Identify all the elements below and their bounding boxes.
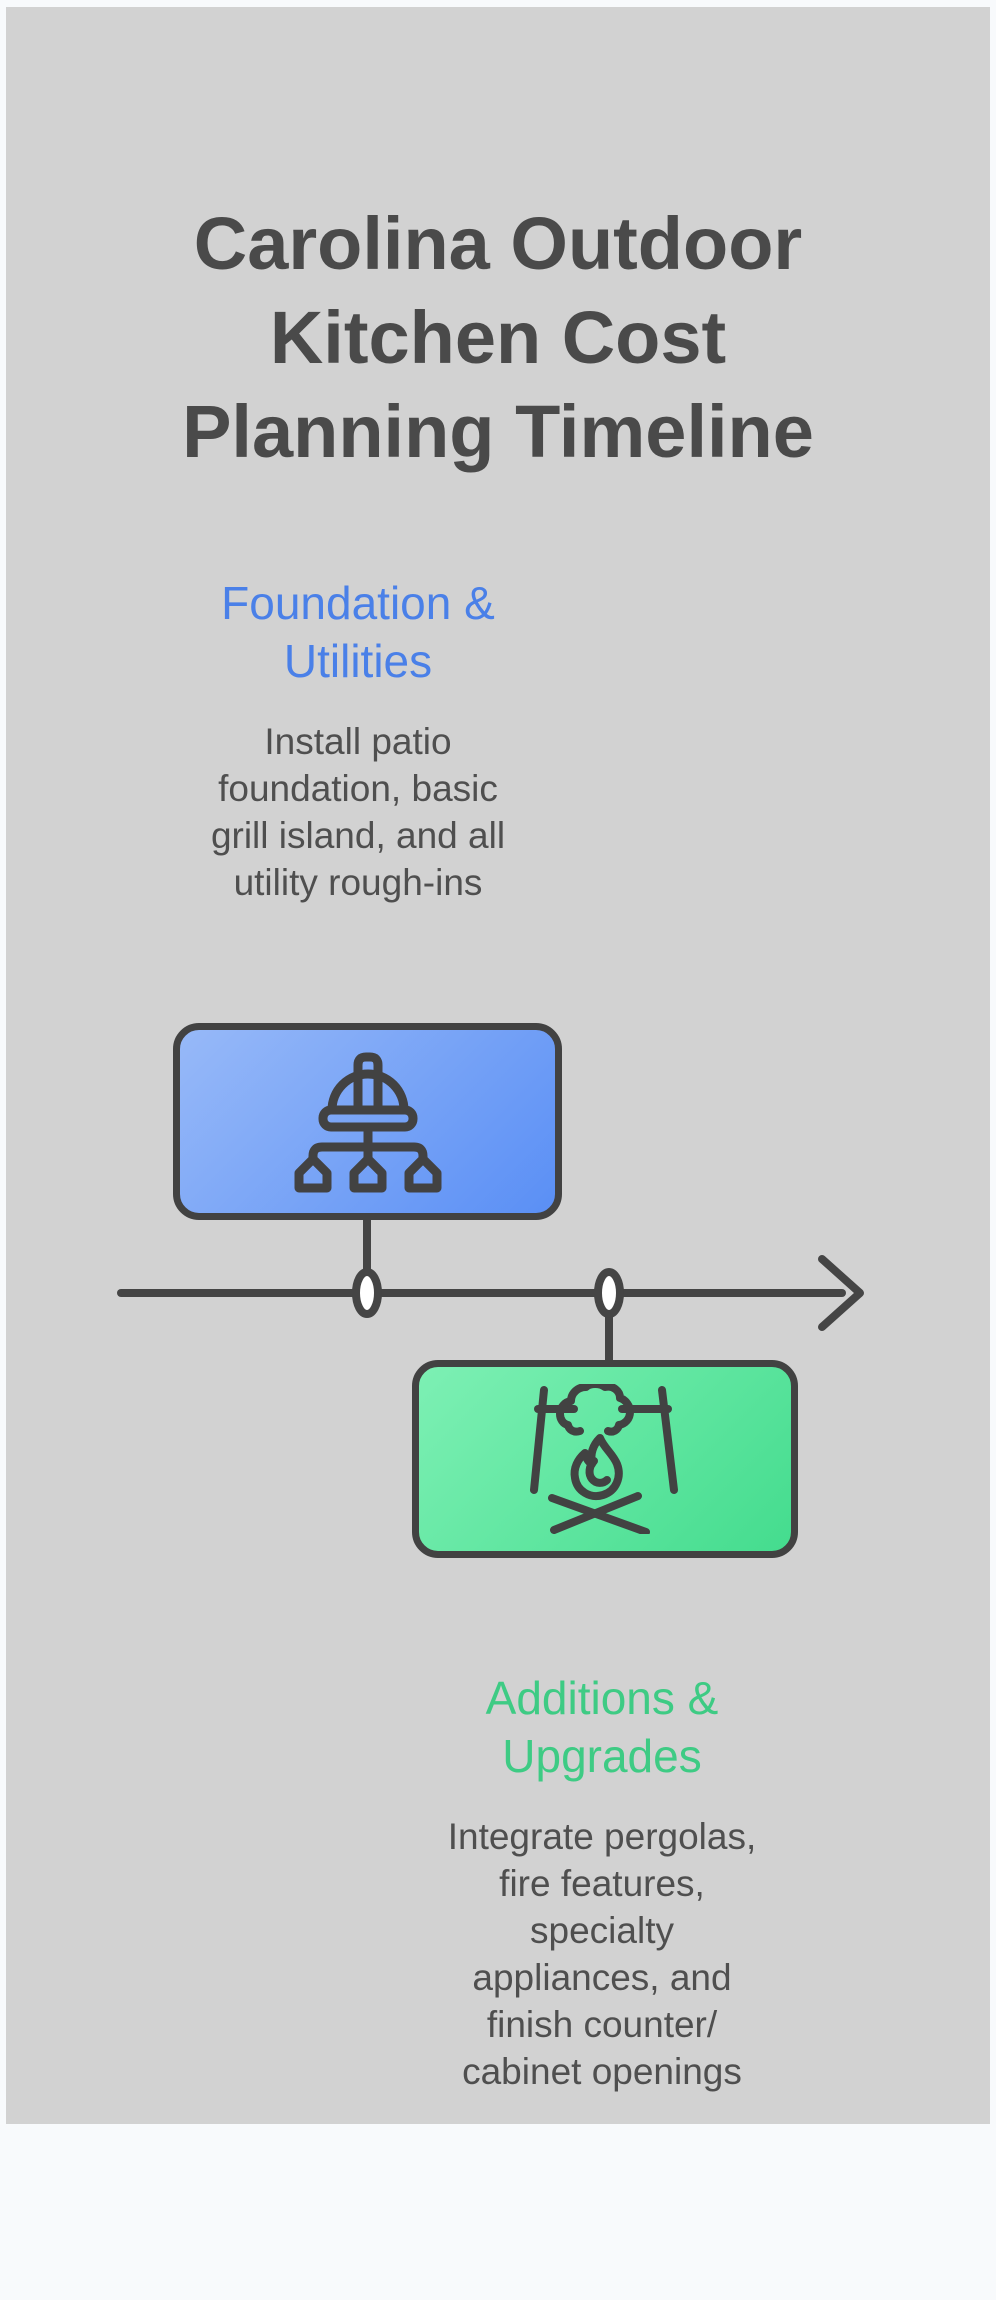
milestone-2-card [412,1360,798,1558]
campfire-icon [530,1384,678,1534]
milestone-2-heading: Additions & Upgrades [485,1672,719,1782]
milestone-1-card [173,1023,562,1220]
infographic-canvas: Carolina Outdoor Kitchen Cost Planning T… [6,7,990,2124]
timeline-node-2 [594,1268,624,1318]
milestone-1-heading: Foundation & Utilities [221,577,495,687]
milestone-2-description: Integrate pergolas, fire features, speci… [447,1816,757,2092]
milestone-1-description: Install patio foundation, basic grill is… [210,721,506,903]
timeline-arrowhead-icon [818,1255,864,1331]
page-title: Carolina Outdoor Kitchen Cost Planning T… [182,202,814,473]
timeline-svg [117,1214,864,1367]
hard-hat-icon [294,1052,441,1192]
timeline-node-1 [352,1268,382,1318]
